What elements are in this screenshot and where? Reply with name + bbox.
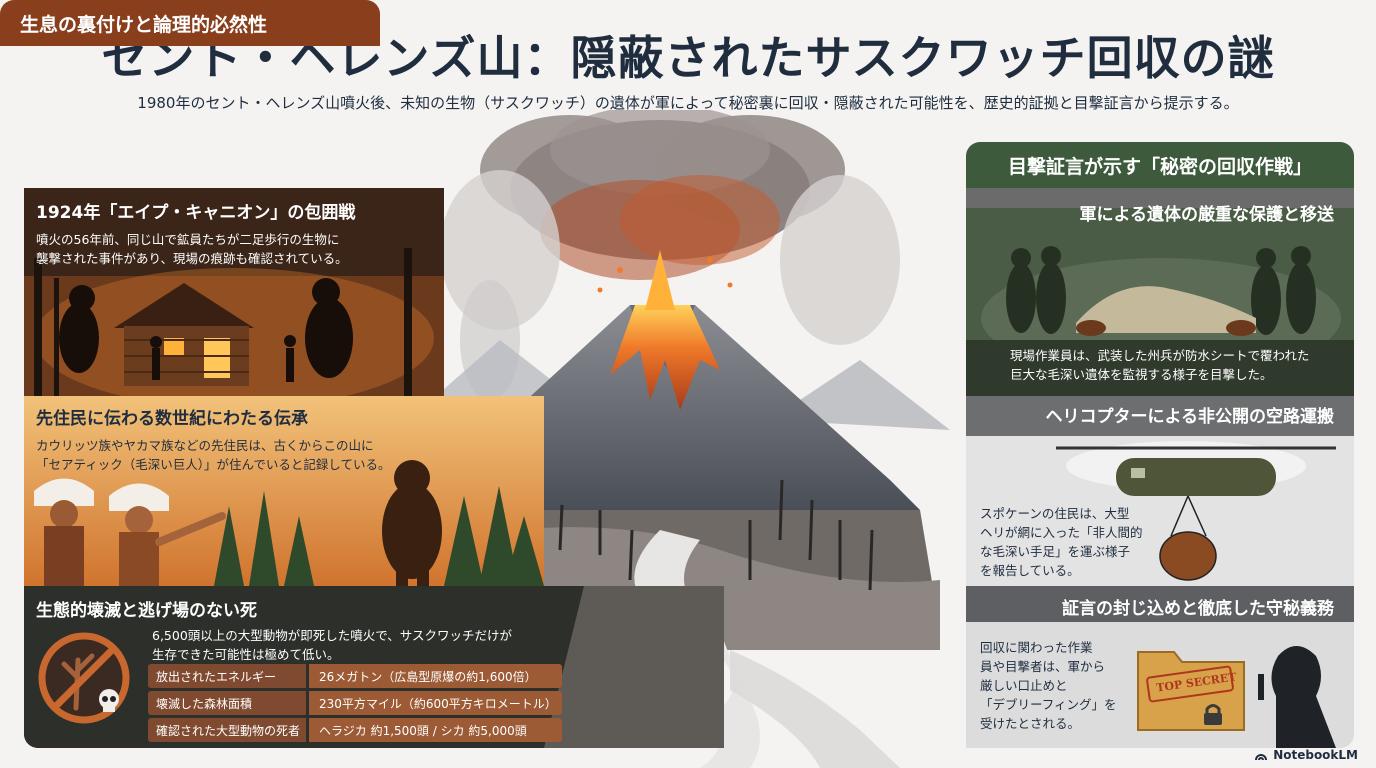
stat-row: 壊滅した森林面積 230平方マイル（約600平方キロメートル） bbox=[148, 691, 562, 715]
right-section-military-recovery: 軍による遺体の厳重な保護と移送 現場作業員は、武装した州兵が防水シートで覆われた… bbox=[966, 188, 1354, 396]
right-panel-heading: 目撃証言が示す「秘密の回収作戦」 bbox=[966, 142, 1354, 188]
stat-value: ヘラジカ 約1,500頭 / シカ 約5,000頭 bbox=[309, 718, 562, 742]
section-title: 証言の封じ込めと徹底した守秘義務 bbox=[1062, 599, 1334, 619]
left-panel-heading: 生息の裏付けと論理的必然性 bbox=[0, 0, 380, 46]
stat-label: 放出されたエネルギー bbox=[148, 664, 306, 688]
chinook-helicopter bbox=[1056, 446, 1336, 496]
page-subtitle: 1980年のセント・ヘレンズ山噴火後、未知の生物（サスクワッチ）の遺体が軍によっ… bbox=[137, 94, 1239, 112]
bigfoot-figure bbox=[382, 460, 442, 586]
section-text: 噴火の56年前、同じ山で鉱員たちが二足歩行の生物に 襲撃された事件があり、現場の… bbox=[36, 232, 348, 266]
native-people bbox=[34, 478, 226, 586]
smoke-plume bbox=[440, 110, 900, 400]
stat-label: 壊滅した森林面積 bbox=[148, 691, 306, 715]
volcano-mountain bbox=[420, 305, 920, 510]
section-text: 6,500頭以上の大型動物が即死した噴火で、サスクワッチだけが 生存できた可能性… bbox=[152, 628, 513, 662]
dead-trees bbox=[518, 479, 874, 591]
left-section-native-legends: 先住民に伝わる数世紀にわたる伝承 カウリッツ族やヤカマ族などの先住民は、古くから… bbox=[24, 396, 544, 586]
stat-value: 26メガトン（広島型原爆の約1,600倍） bbox=[309, 664, 562, 688]
stat-value: 230平方マイル（約600平方キロメートル） bbox=[309, 691, 562, 715]
stat-label: 確認された大型動物の死者 bbox=[148, 718, 306, 742]
section-text: 回収に関わった作業 員や目撃者は、軍から 厳しい口止めと 「デブリーフィング」を… bbox=[980, 640, 1117, 731]
right-section-helicopter-transport: ヘリコプターによる非公開の空路運搬 スポケーンの住民は、大型 ヘリが網に入った「… bbox=[966, 396, 1354, 586]
brand-name: NotebookLM bbox=[1273, 748, 1358, 762]
damage-stats-table: 放出されたエネルギー 26メガトン（広島型原爆の約1,600倍） 壊滅した森林面… bbox=[148, 664, 562, 745]
helicopter-illustration bbox=[966, 396, 1354, 586]
section-text: スポケーンの住民は、大型 ヘリが網に入った「非人間的 な毛深い手足」を運ぶ様子 … bbox=[980, 506, 1143, 578]
stat-row: 放出されたエネルギー 26メガトン（広島型原爆の約1,600倍） bbox=[148, 664, 562, 688]
skull-icon bbox=[99, 689, 119, 712]
cargo-net bbox=[1159, 495, 1217, 581]
soldiers-illustration bbox=[966, 188, 1354, 396]
right-section-secrecy: 証言の封じ込めと徹底した守秘義務 回収に関わった作業 員や目撃者は、軍から 厳し… bbox=[966, 586, 1354, 748]
native-people-illustration bbox=[24, 396, 544, 586]
section-title: 軍による遺体の厳重な保護と移送 bbox=[1079, 205, 1335, 225]
section-title: 先住民に伝わる数世紀にわたる伝承 bbox=[36, 409, 308, 429]
section-title: 1924年「エイプ・キャニオン」の包囲戦 bbox=[36, 203, 356, 223]
silhouette-shush bbox=[1271, 646, 1336, 748]
lava-flow bbox=[610, 305, 720, 410]
section-title: 生態的壊滅と逃げ場のない死 bbox=[36, 601, 257, 621]
cabin-siege-illustration bbox=[24, 188, 444, 396]
brand-badge: NotebookLM bbox=[1254, 748, 1358, 762]
cabin bbox=[114, 283, 254, 386]
lock-icon bbox=[1204, 704, 1222, 725]
folder-icon: TOP SECRET bbox=[1136, 642, 1246, 732]
stat-row: 確認された大型動物の死者 ヘラジカ 約1,500頭 / シカ 約5,000頭 bbox=[148, 718, 562, 742]
left-section-ape-canyon: 1924年「エイプ・キャニオン」の包囲戦 噴火の56年前、同じ山で鉱員たちが二足… bbox=[24, 188, 444, 396]
section-title: ヘリコプターによる非公開の空路運搬 bbox=[1045, 407, 1335, 427]
notebooklm-icon bbox=[1255, 754, 1268, 761]
section-text: 現場作業員は、武装した州兵が防水シートで覆われた 巨大な毛深い遺体を監視する様子… bbox=[1010, 348, 1310, 382]
section-text: カウリッツ族やヤカマ族などの先住民は、古くからこの山に 「セアティック（毛深い巨… bbox=[36, 438, 391, 472]
tarp-covered-body bbox=[1076, 286, 1256, 333]
